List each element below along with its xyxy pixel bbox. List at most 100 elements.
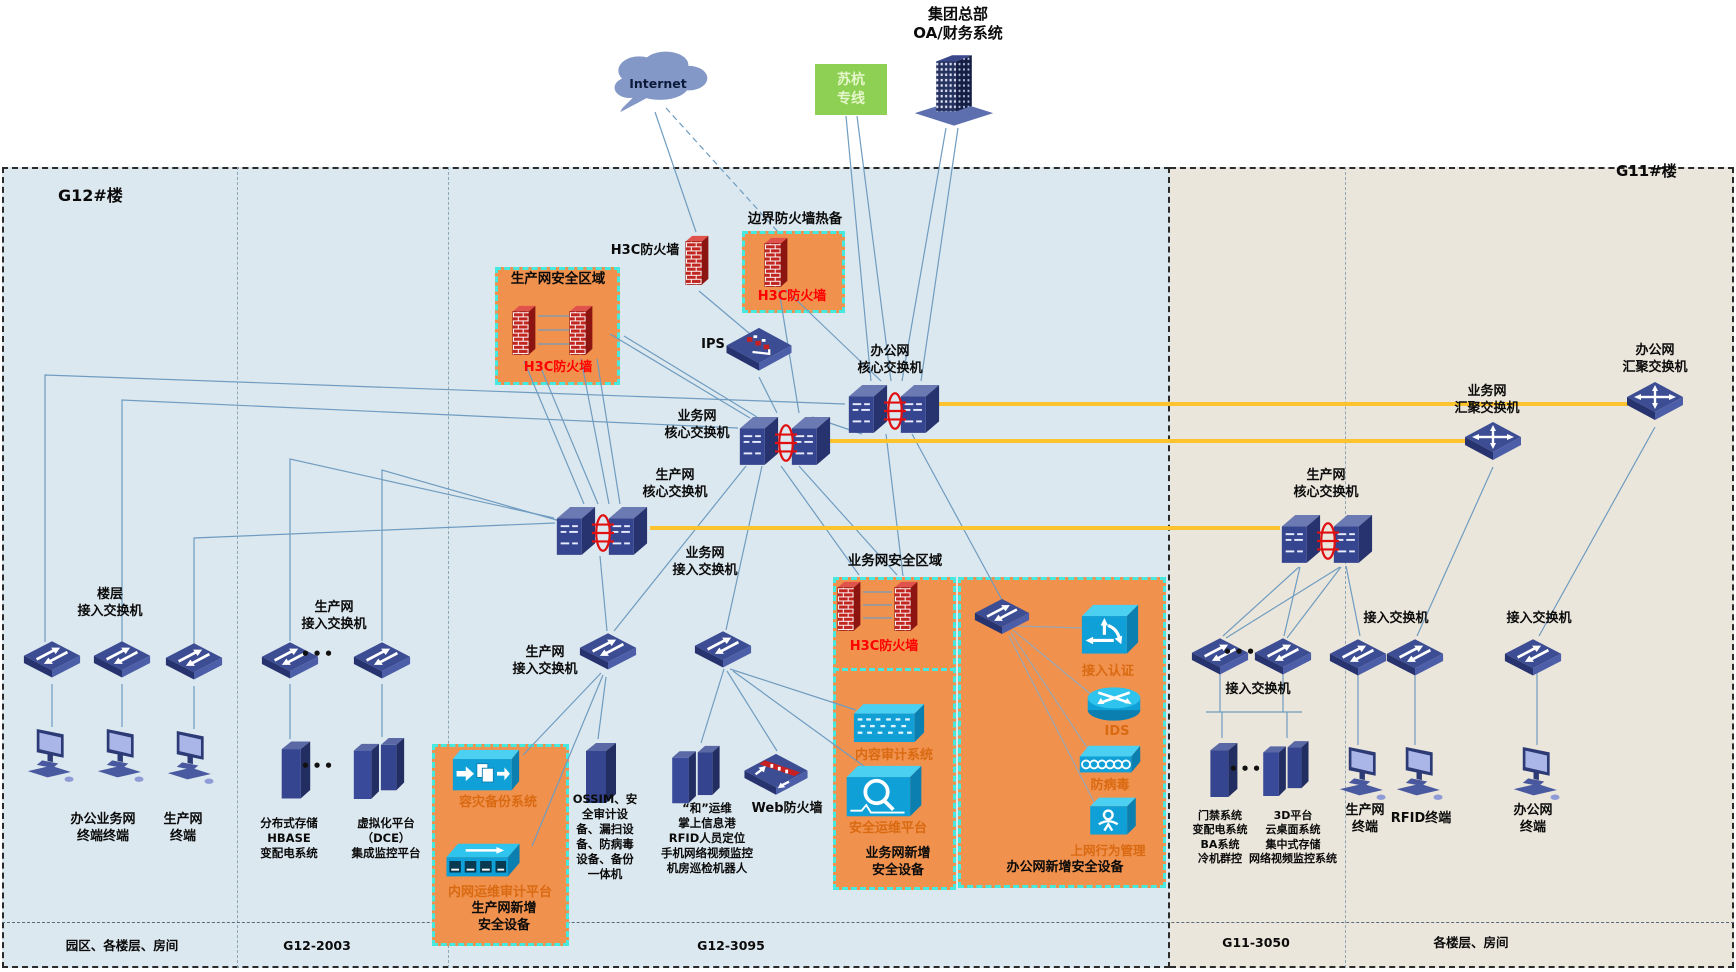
zone-divider [448,167,449,968]
access-switch-icon [93,640,151,679]
prod-core-switch-label: 生产网 核心交换机 [642,468,708,500]
he-ops-server-label: “和”运维 掌上信息港 RFID人员定位 手机网络视频监控 机房巡检机器人 [661,801,753,875]
behavior-mgmt-label: 上网行为管理 [1070,843,1146,858]
firewall-icon [894,581,918,631]
access-switch-icon [579,632,637,671]
ellipsis-dots: ••• [1228,760,1264,778]
office-core-switch-label: 办公网 核心交换机 [857,344,923,376]
connection-lines-gray [1008,625,1097,807]
content-audit-icon [853,704,925,743]
platform-servers-label: 3D平台 云桌面系统 集中式存储 网络视频监控系统 [1249,809,1337,865]
dedicated-line-label: 苏杭 专线 [837,72,865,107]
floor-access-switch-label: 楼层 接入交换机 [77,587,143,619]
border-firewall-title: 边界防火墙热备 [747,211,843,227]
access-switch-icon [23,640,81,679]
distribution-switch-icon [974,598,1030,636]
virtualization-server-label: 虚拟化平台 （DCE） 集成监控平台 [351,816,421,860]
connection-lines-blue [44,111,1656,847]
hq-title: 集团总部 OA/财务系统 [913,5,1003,43]
intranet-audit-label: 内网运维审计平台 [447,885,553,900]
storage-server-label: 分布式存储 HBASE 变配电系统 [260,816,318,860]
terminal-pc-icon [27,729,74,782]
server-cluster-icon [353,738,405,799]
access-switch-icon [165,642,223,681]
connection-line-dashed [665,107,780,234]
disaster-backup-label: 容灾备份系统 [458,795,538,810]
dedicated-line-box: 苏杭 专线 [815,64,887,115]
access-switch-label: 接入交换机 [1506,611,1572,626]
terminal-pc-icon [1396,747,1443,800]
biz-access-switch-label: 业务网 接入交换机 [672,546,738,578]
room-label-g11-3050: G11-3050 [1222,935,1290,950]
access-switch-icon [1329,638,1387,677]
zone-divider [1345,167,1346,968]
zone-g11-title: G11#楼 [1616,162,1677,180]
server-cluster-icon [1263,741,1309,796]
h3c-firewall-label: H3C防火墙 [523,360,593,375]
prod-terminal-label: 生产网 终端 [163,812,203,844]
headquarters-building-icon [914,55,994,126]
core-switch-icon [608,507,648,555]
firewall-icon [837,581,861,631]
room-label-campus: 园区、各楼层、房间 [65,938,179,953]
ips-device-icon [725,326,793,372]
firewall-icon [685,235,709,285]
server-cluster-icon [672,745,720,804]
access-switch-label: 接入交换机 [1225,682,1291,697]
zone-g11-building [1170,167,1734,968]
prod-access-switch-label: 生产网 接入交换机 [301,600,367,632]
prod-new-security-label: 生产网新增 安全设备 [471,901,537,933]
terminal-pc-icon [167,731,214,784]
web-firewall-icon [743,752,809,796]
audit-platform-icon [445,842,521,878]
trunk-lines-yellow [650,402,1630,530]
firewall-icon [512,305,536,355]
office-new-security-label: 办公网新增安全设备 [1006,860,1124,875]
access-switch-icon [694,630,752,669]
prod-access-switch-label: 生产网 接入交换机 [512,645,578,677]
border-firewall-box [742,231,845,313]
security-ops-label: 安全运维平台 [848,821,928,836]
office-terminal-label: 办公网 终端 [1513,803,1553,835]
h3c-firewall-label: H3C防火墙 [610,243,680,258]
biz-core-switch-label: 业务网 核心交换机 [664,409,730,441]
terminal-pc-icon [1339,747,1386,800]
security-ops-icon [844,764,924,819]
office-agg-switch-label: 办公网 汇聚交换机 [1622,343,1688,375]
ids-label: IDS [1104,724,1130,739]
access-auth-icon [1080,603,1140,656]
core-switch-icon [1281,515,1321,563]
core-switch-icon [556,507,596,555]
access-switch-icon [1386,638,1444,677]
room-label-floors: 各楼层、房间 [1433,935,1509,950]
access-switch-icon [1504,638,1562,677]
room-strip-divider [2,922,1734,923]
zone-divider [237,167,238,968]
zone-g12-title: G12#楼 [58,186,123,205]
prod-terminal-label: 生产网 终端 [1345,803,1385,835]
behavior-mgmt-icon [1088,796,1138,836]
core-switch-icon [848,385,888,433]
access-auth-label: 接入认证 [1081,664,1135,679]
ids-icon [1086,686,1142,722]
h3c-firewall-label: H3C防火墙 [757,289,827,304]
antivirus-label: 防病毒 [1090,778,1130,793]
biz-security-zone-title: 业务网安全区域 [847,553,943,569]
access-switch-icon [353,641,411,680]
biz-security-zone-subdivider [833,668,956,671]
terminal-pc-icon [1513,747,1560,800]
biz-new-security-label: 业务网新增 安全设备 [865,846,931,878]
office-terminal-label: 办公业务网 终端终端 [70,812,136,844]
firewall-icon [764,237,788,287]
core-switch-icon [791,417,831,465]
room-label-g12-2003: G12-2003 [283,938,351,953]
access-switch-label: 接入交换机 [1363,611,1429,626]
core-switch-icon [1333,515,1373,563]
core-switch-icon [900,385,940,433]
prod-security-zone-title: 生产网安全区域 [510,271,606,287]
terminal-pc-icon [97,729,144,782]
backup-system-icon [452,749,520,791]
ellipsis-dots: ••• [300,645,336,663]
core-switch-icon [739,417,779,465]
